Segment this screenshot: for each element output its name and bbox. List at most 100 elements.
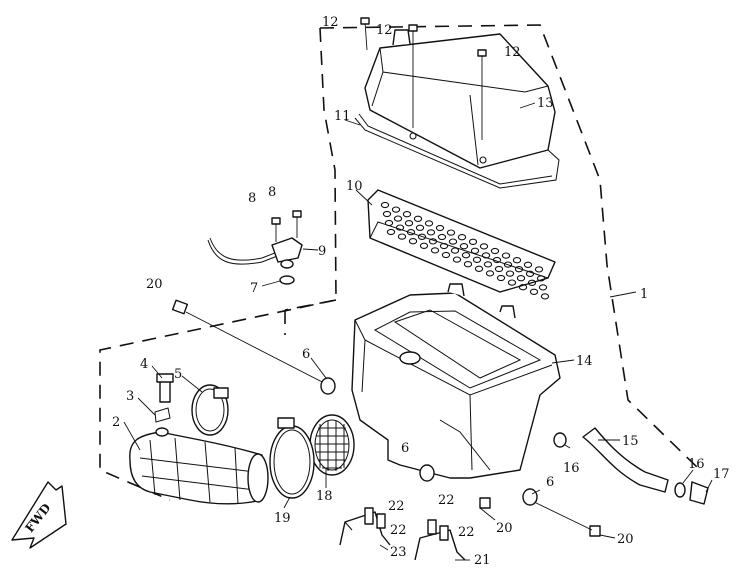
filter-hole: [494, 265, 504, 273]
breather-fitting: [156, 373, 174, 403]
filter-hole: [534, 266, 544, 273]
filter-hole: [391, 206, 401, 213]
callout-6-upper: 6: [302, 347, 310, 362]
filter-hole: [404, 220, 414, 227]
cover-gasket: [354, 113, 560, 189]
filter-hole: [413, 215, 423, 222]
filter-hole: [402, 211, 412, 218]
assembly-boundary-dashed: [99, 24, 701, 501]
bracket-21: [414, 529, 466, 561]
filter-hole: [485, 270, 495, 277]
callout-22-d: 22: [458, 525, 475, 540]
filter-hole: [428, 238, 438, 245]
filter-hole: [452, 256, 462, 263]
filter-hole: [424, 220, 434, 227]
callout-18: 18: [316, 489, 333, 504]
callout-17: 17: [713, 467, 730, 482]
filter-hole: [408, 238, 418, 245]
bolt-20-upper: [171, 299, 329, 386]
callout-22-b: 22: [390, 523, 407, 538]
filter-hole: [463, 261, 473, 268]
filter-hole: [426, 229, 436, 236]
filter-hole: [406, 229, 416, 236]
filter-hole: [461, 252, 471, 259]
callout-11: 11: [334, 109, 351, 124]
filter-hole: [527, 279, 537, 286]
callout-8-right: 8: [268, 185, 276, 200]
air-cleaner-cover: [364, 29, 556, 169]
filter-hole: [437, 233, 447, 241]
callout-1: 1: [640, 287, 648, 302]
filter-hole: [468, 238, 478, 245]
callout-21: 21: [474, 553, 491, 568]
filter-hole: [415, 224, 425, 231]
callout-12-left: 12: [322, 15, 339, 30]
callout-22-a: 22: [388, 499, 405, 514]
hose-clamp-19: [269, 417, 315, 499]
callout-5: 5: [174, 367, 182, 382]
filter-hole: [474, 265, 484, 272]
callout-19: 19: [274, 511, 291, 526]
bolts-22: [364, 507, 449, 541]
filter-hole: [397, 233, 407, 240]
filter-hole: [483, 261, 493, 268]
callout-20-middle: 20: [496, 521, 513, 536]
filter-hole: [525, 270, 535, 277]
fwd-arrow-badge: FWD: [11, 481, 67, 549]
filter-hole: [435, 224, 445, 232]
mesh-screen: [309, 414, 355, 476]
filter-hole: [457, 234, 467, 241]
filter-hole: [395, 224, 405, 231]
filter-hole: [540, 293, 550, 300]
callout-15: 15: [622, 434, 639, 449]
filter-hole: [439, 242, 449, 250]
filter-hole: [490, 247, 500, 255]
leader-lines: [123, 102, 713, 561]
callout-4: 4: [140, 357, 148, 372]
hose-clamp-5: [191, 384, 229, 436]
air-cleaner-case: [351, 283, 561, 479]
filter-hole: [459, 243, 469, 250]
callout-8-left: 8: [248, 191, 256, 206]
callout-16-right: 16: [688, 457, 705, 472]
filter-hole: [529, 288, 539, 295]
filter-hole: [448, 238, 458, 245]
callout-2: 2: [112, 415, 120, 430]
intake-duct: [129, 431, 269, 505]
filter-hole: [382, 210, 392, 218]
filter-hole: [507, 279, 517, 286]
drain-tube: [553, 427, 709, 505]
sensor-assembly: [207, 210, 303, 285]
filter-hole: [430, 247, 440, 254]
filter-hole: [380, 201, 390, 209]
callout-20-lower: 20: [617, 532, 634, 547]
callout-10: 10: [346, 179, 363, 194]
callout-12-middle: 12: [376, 23, 393, 38]
filter-hole: [479, 243, 489, 250]
callout-3: 3: [126, 389, 134, 404]
callout-20-upper: 20: [146, 277, 163, 292]
filter-hole: [417, 233, 427, 240]
callout-12-right: 12: [504, 45, 521, 60]
callout-16-left: 16: [563, 461, 580, 476]
filter-hole: [536, 275, 546, 282]
filter-hole: [481, 252, 491, 259]
filter-hole: [501, 252, 511, 259]
filter-hole: [523, 261, 533, 268]
filter-hole: [441, 251, 451, 259]
filter-hole: [496, 274, 506, 282]
callout-13: 13: [537, 96, 554, 111]
filter-element: [367, 189, 556, 300]
bolt-20-lower: [479, 497, 601, 537]
cover-screws: [360, 17, 487, 140]
filter-hole: [450, 247, 460, 254]
filter-hole: [518, 284, 528, 291]
filter-hole: [446, 229, 456, 236]
filter-hole: [516, 275, 526, 282]
callout-9: 9: [318, 244, 326, 259]
filter-hole: [492, 256, 502, 264]
callout-labels: 1 2 3 4 5 6 6 6 7 8 8 9 10 11 12 12 12 1…: [112, 15, 730, 568]
filter-hole: [470, 247, 480, 254]
filter-hole: [419, 242, 429, 249]
